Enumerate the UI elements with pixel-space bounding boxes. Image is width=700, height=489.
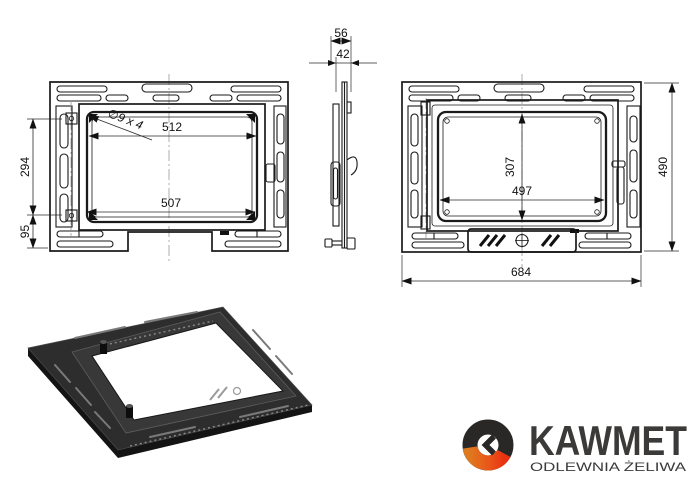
back-view-bottom-mounting-slots [56, 230, 282, 248]
glass-screw [444, 209, 450, 215]
front-view: 307 497 490 684 [401, 74, 679, 287]
dim-label-512: 512 [162, 120, 182, 134]
door-handle [611, 160, 626, 205]
back-view: 512 507 ∅9 x 4 294 95 [18, 74, 289, 263]
front-view-left-mounting-bar [407, 105, 423, 228]
dim-frame-depth: 42 [309, 47, 377, 92]
side-back-plate [332, 103, 340, 227]
front-view-hinge [420, 98, 431, 238]
dim-label-490: 490 [656, 157, 670, 177]
air-vent [467, 228, 577, 253]
back-view-outline [49, 81, 289, 252]
dim-inner-width-bottom: 507 [86, 196, 256, 216]
dim-hinge-spacing: 294 [18, 118, 62, 249]
ring-orange-arc [462, 445, 511, 471]
dim-label-95: 95 [18, 225, 32, 239]
dim-label-holes: ∅9 x 4 [106, 106, 145, 132]
back-view-right-mounting-bar [265, 105, 287, 228]
back-view-left-mounting-bar [55, 105, 73, 228]
kawmet-ring-icon [462, 419, 514, 471]
side-handle-hook [346, 156, 358, 176]
iso-serration-rows [104, 320, 309, 447]
side-bottom-tab [346, 237, 356, 250]
kawmet-logo: KAWMET ODLEWNIA ŻELIWA [462, 417, 687, 474]
chevron-left-icon [481, 434, 496, 456]
iso-slot-details [54, 311, 293, 438]
side-handle-bracket [330, 161, 341, 207]
dim-glass-height: 307 [503, 113, 526, 221]
glass-corner-clip [246, 114, 255, 123]
front-view-right-mounting-bar [626, 105, 641, 228]
dim-label-497: 497 [512, 184, 532, 198]
glass-screw [444, 118, 450, 124]
dim-total-depth: 56 [330, 26, 352, 92]
dim-label-307: 307 [503, 157, 517, 177]
side-top-tab [346, 101, 352, 114]
front-view-top-mounting-slots [408, 83, 635, 102]
side-view: 56 42 [309, 26, 377, 250]
glass-screw [594, 118, 600, 124]
brand-tagline: ODLEWNIA ŻELIWA [530, 460, 686, 474]
dim-glass-width: 497 [439, 184, 605, 204]
front-view-bottom-mounting-slots [411, 232, 632, 249]
glass-screw [594, 209, 600, 215]
latch-mark [570, 229, 579, 233]
dim-inner-width-top: 512 [88, 120, 257, 140]
side-bottom-knob [324, 238, 333, 248]
dim-label-294: 294 [18, 157, 32, 177]
iso-opening [91, 322, 285, 421]
vent-louvers-left [478, 234, 507, 247]
dim-label-684: 684 [511, 265, 531, 279]
back-view-top-mounting-slots [56, 83, 282, 102]
dim-overall-height: 490 [644, 82, 679, 252]
front-view-door [426, 99, 626, 233]
side-view-profile [324, 81, 358, 250]
iso-vent-detail [209, 386, 242, 401]
dim-label-56: 56 [334, 26, 348, 40]
back-view-hinge [65, 100, 78, 236]
dim-overall-width: 684 [401, 255, 642, 287]
dim-label-42: 42 [336, 47, 350, 61]
brand-name: KAWMET [529, 417, 687, 464]
vent-knob-icon [515, 233, 529, 248]
dim-bottom-offset: 95 [18, 214, 37, 249]
vent-louvers-right [540, 234, 561, 247]
iso-side-thickness [28, 348, 312, 458]
glass-frame [436, 110, 608, 223]
dim-label-507: 507 [161, 196, 181, 210]
iso-view [27, 306, 313, 458]
latch-mark [220, 231, 229, 235]
iso-hinge-posts [100, 340, 133, 418]
